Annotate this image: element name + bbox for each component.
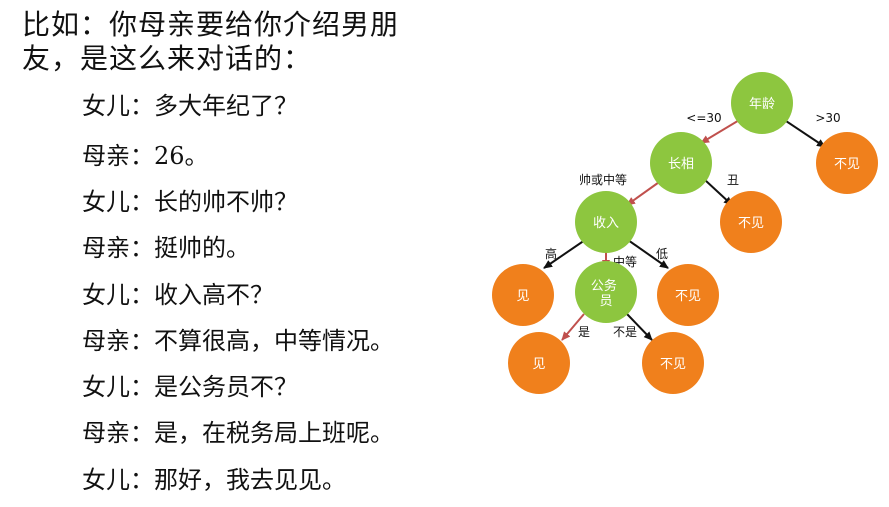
node-label-age: 年龄 [749, 97, 775, 112]
edge-civil-meet [561, 313, 585, 341]
dialogue: 女儿：多大年纪了？ 母亲：26。 女儿：长的帅不帅？ 母亲：挺帅的。 女儿：收入… [82, 0, 442, 507]
edge-label-looks-good: 帅或中等 [579, 172, 627, 187]
speaker: 母亲： [82, 419, 154, 447]
speaker: 母亲： [82, 327, 154, 355]
leaf-no-meet-looks [720, 191, 782, 253]
edge-label-looks-ugly: 丑 [727, 173, 739, 187]
utterance: 不算很高，中等情况。 [154, 327, 394, 355]
node-label-civil-line1: 公务 [591, 278, 617, 294]
edge-age-looks [700, 118, 742, 144]
leaf-label-no-meet-looks: 不见 [738, 216, 764, 231]
utterance: 挺帅的。 [154, 234, 250, 262]
edge-income-no-meet [627, 239, 669, 269]
node-label-civil-servant: 公务 员 [591, 278, 621, 309]
dialogue-line: 女儿：收入高不？ [82, 275, 274, 310]
decision-tree: <=30 >30 帅或中等 丑 高 中等 低 是 不是 年龄 长相 收入 公务 … [492, 72, 878, 394]
dialogue-line: 女儿：长的帅不帅？ [82, 182, 298, 217]
utterance: 26。 [154, 142, 209, 170]
speaker: 女儿： [82, 188, 154, 216]
leaf-meet-civil-servant [508, 332, 570, 394]
utterance: 是，在税务局上班呢。 [154, 419, 394, 447]
edge-age-no-meet [782, 118, 826, 148]
edge-civil-no-meet [626, 313, 653, 341]
speaker: 母亲： [82, 234, 154, 262]
node-age [731, 72, 793, 134]
leaf-label-meet-civil-servant: 见 [532, 357, 545, 372]
speaker: 女儿： [82, 373, 154, 401]
leaf-no-meet-not-civil-servant [642, 332, 704, 394]
intro-text: 比如：你母亲要给你介绍男朋 友，是这么来对话的： [22, 8, 422, 76]
edge-income-meet [543, 239, 586, 269]
edge-looks-no-meet [704, 179, 733, 206]
intro-line-1: 比如：你母亲要给你介绍男朋 [22, 8, 400, 41]
speaker: 女儿： [82, 466, 154, 494]
utterance: 长的帅不帅？ [154, 188, 298, 216]
dialogue-line: 女儿：那好，我去见见。 [82, 460, 346, 495]
node-civil-servant [575, 261, 637, 323]
utterance: 是公务员不？ [154, 373, 298, 401]
speaker: 女儿： [82, 281, 154, 309]
utterance: 多大年纪了？ [154, 92, 298, 120]
speaker: 女儿： [82, 92, 154, 120]
speaker: 母亲： [82, 142, 154, 170]
edge-label-civil-yes: 是 [578, 325, 590, 339]
edge-label-income-low: 低 [656, 247, 668, 261]
edge-label-civil-no: 不是 [613, 325, 637, 339]
leaf-label-no-meet-age: 不见 [834, 157, 860, 172]
edge-label-age-le30: <=30 [686, 111, 721, 125]
leaf-label-no-meet-not-civil-servant: 不见 [660, 357, 686, 372]
leaf-no-meet-age [816, 132, 878, 194]
edge-looks-income [626, 179, 663, 206]
dialogue-line: 母亲：26。 [82, 136, 209, 171]
edge-label-income-high: 高 [545, 246, 557, 261]
node-looks [650, 132, 712, 194]
node-label-income: 收入 [593, 216, 619, 231]
node-label-looks: 长相 [668, 157, 694, 172]
utterance: 收入高不？ [154, 281, 274, 309]
dialogue-line: 女儿：是公务员不？ [82, 367, 298, 402]
intro-line-2: 友，是这么来对话的： [22, 42, 313, 75]
node-label-civil-line2: 员 [599, 294, 612, 309]
leaf-no-meet-low-income [657, 264, 719, 326]
node-income [575, 191, 637, 253]
dialogue-line: 母亲：是，在税务局上班呢。 [82, 413, 394, 448]
leaf-label-meet-high-income: 见 [516, 289, 529, 304]
leaf-label-no-meet-low-income: 不见 [675, 289, 701, 304]
dialogue-line: 女儿：多大年纪了？ [82, 86, 298, 121]
dialogue-line: 母亲：挺帅的。 [82, 228, 250, 263]
leaf-meet-high-income [492, 264, 554, 326]
dialogue-line: 母亲：不算很高，中等情况。 [82, 321, 394, 356]
utterance: 那好，我去见见。 [154, 466, 346, 494]
edge-label-age-gt30: >30 [815, 111, 840, 125]
